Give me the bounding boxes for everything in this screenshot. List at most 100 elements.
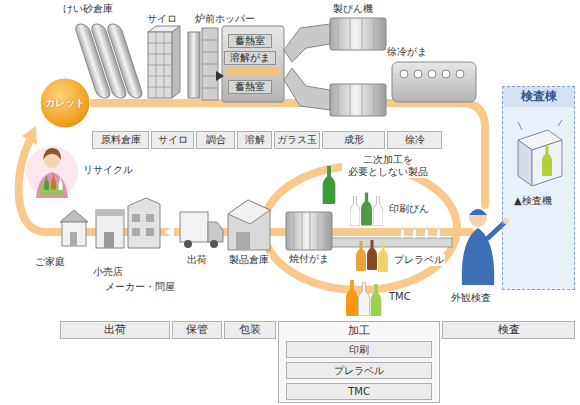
node-text: 蓄熱室 [235, 35, 265, 47]
diagram-label: 外観検査 [450, 292, 492, 304]
product-bottles [358, 282, 369, 316]
diagram-label: 出荷 [186, 254, 208, 266]
inspector-figure [469, 209, 487, 215]
furnace-hopper [188, 32, 200, 98]
retail-store [96, 210, 124, 248]
process-step-box: プレラベル [286, 362, 432, 379]
annealing-lehr [400, 70, 408, 78]
process-step-box: 原料倉庫 [92, 131, 149, 149]
inspection-machine [518, 140, 532, 186]
product-bottles [323, 166, 336, 204]
node-text: サイロ [158, 134, 188, 146]
decorating-kiln-line [330, 238, 452, 247]
truck [208, 222, 223, 242]
product-bottles [346, 280, 358, 316]
truck [184, 240, 192, 248]
diagram-label: 二次加工を 必要としない製品 [342, 154, 434, 178]
flow-band [19, 140, 470, 232]
feed-arrow [216, 71, 224, 81]
cullet-circle: カレット [39, 77, 91, 129]
annealing-lehr [392, 62, 476, 102]
node-text: 印刷 [349, 344, 369, 356]
furnace-hopper [188, 28, 218, 100]
diagram-label: サイロ [146, 13, 178, 25]
diagram-label: リサイクル [82, 164, 134, 176]
product-bottles [323, 166, 388, 316]
process-step-box: 検査 [442, 321, 575, 339]
diagram-label: 炉前ホッパー [194, 13, 256, 25]
decorating-kiln-line [401, 226, 405, 238]
product-bottles [356, 241, 366, 271]
recycling-figure [43, 148, 61, 160]
process-step-box: ガラス玉 [274, 131, 320, 149]
furnace-chamber-box: 蓄熱室 [228, 34, 272, 48]
retail-store [96, 210, 124, 248]
flow-arrowhead [22, 126, 37, 145]
product-bottles [361, 193, 372, 226]
recycling-figure [26, 146, 78, 198]
diagram-label: 小売店 [92, 266, 124, 278]
decorating-kiln-line [413, 226, 417, 238]
truck [210, 240, 218, 248]
node-text: 包装 [239, 324, 261, 337]
flow-band [60, 103, 485, 205]
diagram-label: TMC [388, 291, 412, 303]
cullet-circle-outline [40, 78, 90, 128]
maker-building [146, 228, 154, 236]
node-text: 溶解がま [230, 52, 270, 64]
maker-building [146, 214, 154, 222]
product-bottles [367, 240, 377, 270]
silica-sand-silos [106, 24, 144, 98]
product-warehouse [228, 200, 270, 250]
node-text: 加工 [279, 322, 439, 338]
diagram-label: 印刷びん [388, 203, 430, 215]
house [70, 232, 77, 246]
furnace-chamber-box: 蓄熱室 [228, 80, 272, 94]
process-step-box: TMC [286, 383, 432, 400]
recycling-figure [58, 177, 62, 190]
process-step-box: 溶解 [237, 131, 272, 149]
maker-building [132, 214, 140, 222]
node-text: 保管 [186, 324, 208, 337]
house [62, 222, 86, 246]
furnace-hopper [202, 28, 218, 100]
diagram-label: プレラベル [393, 254, 445, 266]
bottle-forming-machines [284, 18, 386, 116]
silo [172, 26, 180, 98]
inspection-building-panel: 検査棟 [502, 86, 575, 290]
process-step-box: 調合 [196, 131, 235, 149]
inspection-machine [518, 120, 562, 130]
silo [148, 32, 172, 98]
product-warehouse [236, 232, 250, 250]
annealing-lehr [428, 70, 436, 78]
flow-direction-chevron [164, 226, 174, 238]
processing-group-box: 加工印刷プレラベル TMC [278, 321, 440, 403]
melting-furnace [222, 26, 284, 102]
house [60, 210, 88, 246]
silo [148, 32, 172, 98]
process-step-box: 出荷 [60, 321, 170, 339]
node-text: 検査棟 [503, 87, 574, 107]
truck [180, 212, 223, 248]
process-step-box: 包装 [224, 321, 276, 339]
decorating-kiln-line [437, 226, 441, 238]
bottle-forming-machines [284, 24, 330, 62]
recycling-figure [36, 172, 68, 198]
node-text: プレラベル [334, 365, 384, 377]
melting-furnace [226, 68, 280, 76]
node-text: 検査 [498, 324, 520, 337]
inspection-machine [542, 146, 552, 176]
inspection-machine [518, 120, 562, 186]
maker-building [128, 198, 160, 248]
annealing-lehr [456, 70, 464, 78]
diagram-label: 徐冷がま [386, 46, 428, 58]
retail-store [96, 210, 124, 216]
truck [180, 212, 208, 242]
product-bottles [378, 242, 388, 272]
inspector-figure [469, 209, 487, 227]
node-text: 出荷 [104, 324, 126, 337]
annealing-lehr [442, 70, 450, 78]
inspection-machine [532, 140, 562, 186]
diagram-label: 製びん機 [332, 3, 374, 15]
product-warehouse [228, 200, 270, 224]
